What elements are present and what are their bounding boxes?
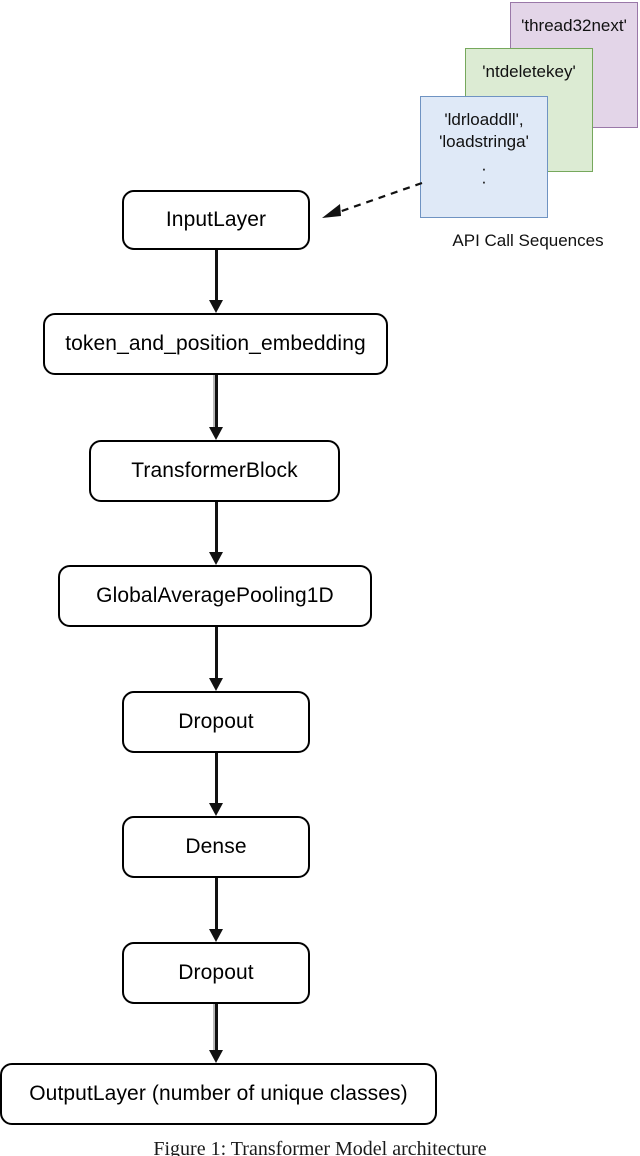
data-source-dashed-arrow [322, 181, 423, 218]
node-token-and-position-embedding-label: token_and_position_embedding [65, 332, 366, 356]
node-transformer-block-label: TransformerBlock [131, 459, 298, 483]
api-sequence-card-blue: 'ldrloaddll', 'loadstringa' ·· [420, 96, 548, 218]
node-output-layer-label: OutputLayer (number of unique classes) [29, 1082, 408, 1106]
api-call-sequences-label: API Call Sequences [452, 231, 604, 250]
node-output-layer[interactable]: OutputLayer (number of unique classes) [0, 1063, 437, 1125]
node-dropout-1[interactable]: Dropout [122, 691, 310, 753]
api-sequence-card-blue-ellipsis: ·· [481, 158, 487, 192]
node-dense-label: Dense [185, 835, 247, 859]
node-dropout-2[interactable]: Dropout [122, 942, 310, 1004]
api-sequence-card-green-text: 'ntdeletekey' [482, 62, 576, 81]
node-token-and-position-embedding[interactable]: token_and_position_embedding [43, 313, 388, 375]
api-sequence-card-blue-text: 'ldrloaddll', 'loadstringa' [439, 110, 529, 152]
node-dropout-2-label: Dropout [178, 961, 254, 985]
node-global-average-pooling-1d-label: GlobalAveragePooling1D [96, 584, 334, 608]
node-transformer-block[interactable]: TransformerBlock [89, 440, 340, 502]
node-global-average-pooling-1d[interactable]: GlobalAveragePooling1D [58, 565, 372, 627]
figure-caption: Figure 1: Transformer Model architecture [153, 1138, 487, 1156]
node-dropout-1-label: Dropout [178, 710, 254, 734]
api-sequence-card-purple-text: 'thread32next' [521, 16, 627, 35]
node-dense[interactable]: Dense [122, 816, 310, 878]
node-input-layer[interactable]: InputLayer [122, 190, 310, 250]
node-input-layer-label: InputLayer [165, 208, 267, 232]
